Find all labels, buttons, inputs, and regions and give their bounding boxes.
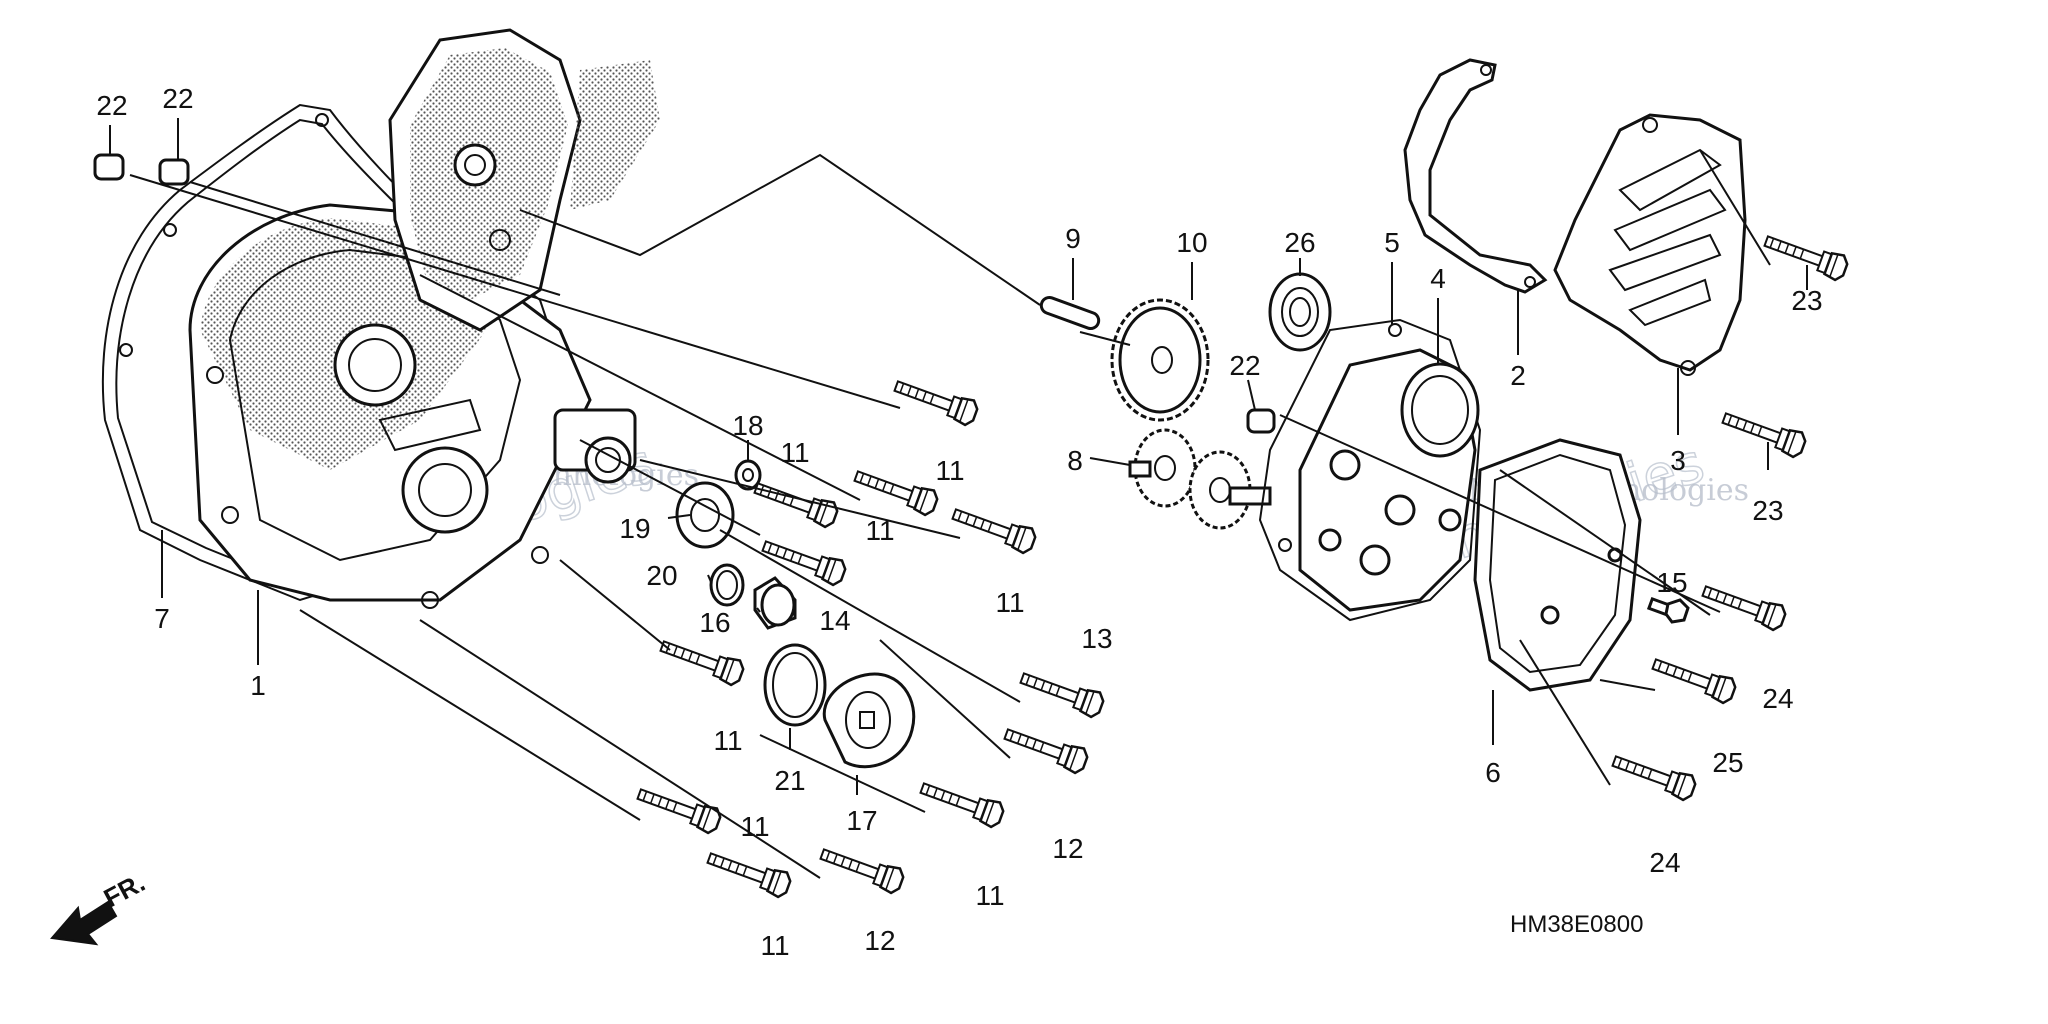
callout-4: 4 xyxy=(1430,263,1446,294)
bolt-11-b xyxy=(850,462,941,519)
callout-2: 2 xyxy=(1510,360,1526,391)
callout-19: 19 xyxy=(619,513,650,544)
part-21-o-ring-large xyxy=(763,643,827,727)
callout-22: 22 xyxy=(162,83,193,114)
bolt-11-e xyxy=(656,632,747,689)
bolt-11-h xyxy=(703,844,794,901)
diagram-code: HM38E0800 xyxy=(1510,911,1643,938)
callout-22: 22 xyxy=(96,90,127,121)
bolt-24-a xyxy=(1698,577,1789,634)
callout-20: 20 xyxy=(646,560,677,591)
callout-17: 17 xyxy=(846,805,877,836)
part-22-dowel-left-a xyxy=(93,153,125,181)
part-15-small-bolt xyxy=(1646,596,1690,624)
callout-6: 6 xyxy=(1485,757,1501,788)
callout-8: 8 xyxy=(1067,445,1083,476)
callout-11: 11 xyxy=(760,930,789,961)
callout-24: 24 xyxy=(1649,847,1680,878)
bolt-23-a xyxy=(1760,227,1851,284)
part-6-outer-cover xyxy=(1473,438,1642,692)
arrow-icon xyxy=(50,900,118,946)
part-22-dowel-left-b xyxy=(158,158,190,186)
callout-12: 12 xyxy=(864,925,895,956)
part-16-plug xyxy=(753,576,797,630)
part-26-bearing xyxy=(1268,272,1332,352)
callout-10: 10 xyxy=(1176,227,1207,258)
part-4-inner-cover xyxy=(1298,348,1480,612)
callout-11: 11 xyxy=(995,587,1024,618)
bolt-12-b xyxy=(816,840,907,897)
callout-16: 16 xyxy=(699,607,730,638)
callout-14: 14 xyxy=(819,605,850,636)
callout-24: 24 xyxy=(1762,683,1793,714)
callout-22: 22 xyxy=(1229,350,1260,381)
bolt-24-b xyxy=(1608,747,1699,804)
bolt-11-g xyxy=(916,774,1007,831)
alignment-lines xyxy=(129,149,1771,879)
part-18-washer xyxy=(734,459,762,491)
callout-15: 15 xyxy=(1656,567,1687,598)
front-direction-arrow: FR. xyxy=(50,867,150,946)
bolt-11-c xyxy=(948,500,1039,557)
part-20-o-ring xyxy=(709,563,745,607)
callout-7: 7 xyxy=(154,603,170,634)
bolt-23-b xyxy=(1718,404,1809,461)
callout-1: 1 xyxy=(250,670,266,701)
callout-11: 11 xyxy=(865,515,894,546)
part-17-cap xyxy=(822,672,916,769)
callout-23: 23 xyxy=(1791,285,1822,316)
bolt-11-f xyxy=(633,780,724,837)
callout-13: 13 xyxy=(1081,623,1112,654)
callout-18: 18 xyxy=(732,410,763,441)
callout-11: 11 xyxy=(713,725,742,756)
callout-12: 12 xyxy=(1052,833,1083,864)
bolt-12-a xyxy=(1000,720,1091,777)
part-2-bracket xyxy=(1403,58,1548,294)
callout-25: 25 xyxy=(1712,747,1743,778)
callout-11: 11 xyxy=(935,455,964,486)
part-3-sprocket-cover xyxy=(1553,113,1747,376)
part-5-gasket-right xyxy=(1258,318,1482,622)
part-22-dowel-right xyxy=(1246,408,1276,434)
callout-9: 9 xyxy=(1065,223,1081,254)
bolt-11-a xyxy=(890,372,981,429)
callout-26: 26 xyxy=(1284,227,1315,258)
bolt-25 xyxy=(1648,650,1739,707)
bolt-13 xyxy=(1016,664,1107,721)
callout-3: 3 xyxy=(1670,445,1686,476)
leader-lines xyxy=(109,118,1808,795)
part-8-gear-shaft xyxy=(1128,428,1272,530)
callout-11: 11 xyxy=(975,880,1004,911)
callouts: 22 22 7 1 9 10 26 5 4 2 23 22 8 18 11 11… xyxy=(96,83,1822,961)
part-9-pin xyxy=(1039,295,1101,331)
callout-23: 23 xyxy=(1752,495,1783,526)
part-10-gear xyxy=(1110,298,1210,422)
callout-11: 11 xyxy=(780,437,809,468)
callout-21: 21 xyxy=(774,765,805,796)
callout-5: 5 xyxy=(1384,227,1400,258)
part-crankcase-rear-half xyxy=(388,28,660,332)
callout-11: 11 xyxy=(740,811,769,842)
